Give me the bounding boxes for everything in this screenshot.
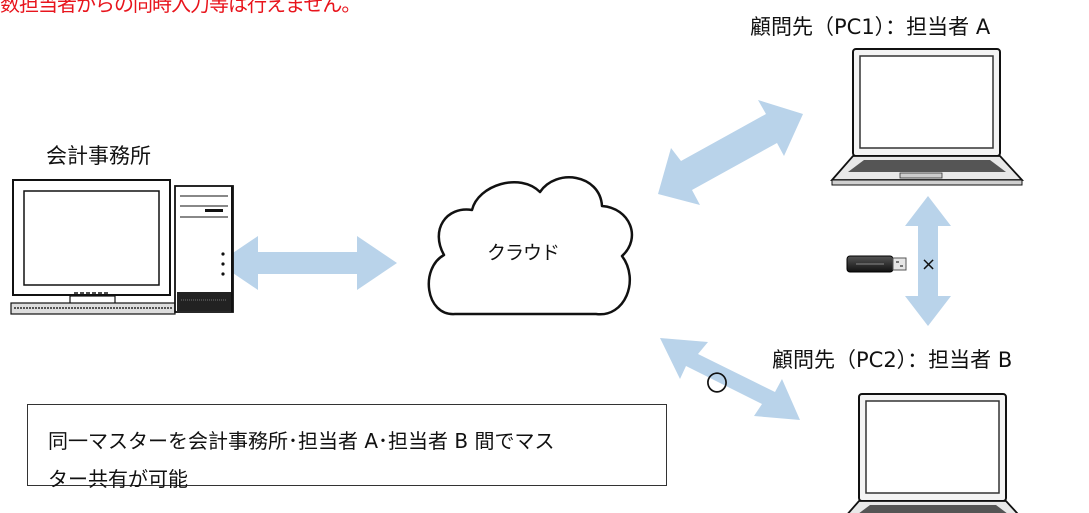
info-line-1: 同一マスターを会計事務所･担当者 A･担当者 B 間でマス <box>48 429 555 453</box>
arrow-cloud-pc1 <box>658 100 803 205</box>
info-line-2: ター共有が可能 <box>48 467 188 491</box>
pc1-label: 顧問先（PC1）：担当者 A <box>750 15 991 39</box>
notice-text: 数担当者からの同時入力等は行えません。 <box>0 0 361 16</box>
info-box: 同一マスターを会計事務所･担当者 A･担当者 B 間でマス ター共有が可能 <box>27 404 667 491</box>
pc2-label: 顧問先（PC2）：担当者 B <box>772 348 1013 372</box>
arrow-pc1-pc2 <box>905 196 951 326</box>
office-desktop-pc <box>10 179 234 315</box>
cloud-shape <box>427 176 634 316</box>
cloud-label: クラウド <box>487 242 560 264</box>
usb-stick-icon <box>846 255 907 273</box>
arrow-office-cloud <box>218 236 397 290</box>
laptop-pc2 <box>847 393 1019 513</box>
arrow-cloud-pc2 <box>660 338 800 420</box>
cloud-allowed-mark: 〇 <box>706 372 729 397</box>
office-label: 会計事務所 <box>46 144 151 168</box>
usb-not-allowed-mark: × <box>921 254 937 275</box>
laptop-pc1 <box>830 48 1025 186</box>
